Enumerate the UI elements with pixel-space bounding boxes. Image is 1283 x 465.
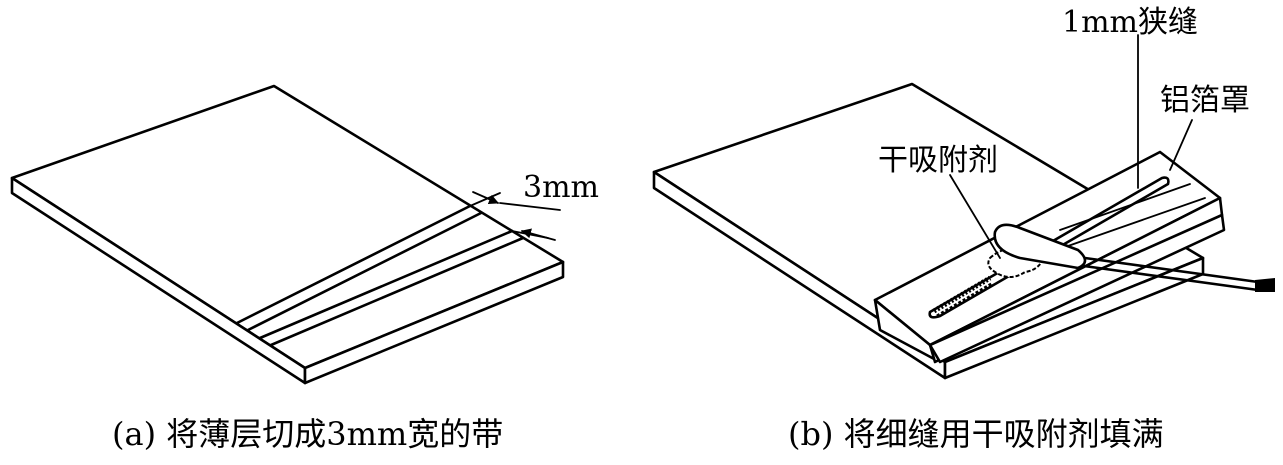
leader-lines: [949, 34, 1193, 259]
caption-b: (b) 将细缝用干吸附剂填满: [788, 415, 1164, 453]
label-slit: 1mm狭缝: [1062, 5, 1198, 40]
slit: [928, 176, 1206, 319]
caption-a: (a) 将薄层切成3mm宽的带: [112, 415, 503, 453]
label-desiccant: 干吸附剂: [878, 143, 998, 178]
panel-a-plate: [10, 84, 565, 385]
panel-a-dimension: [469, 191, 561, 241]
spatula-tool: [993, 223, 1275, 292]
dimension-label-3mm: 3mm: [523, 170, 599, 205]
label-foil-cover: 铝箔罩: [1160, 83, 1250, 118]
